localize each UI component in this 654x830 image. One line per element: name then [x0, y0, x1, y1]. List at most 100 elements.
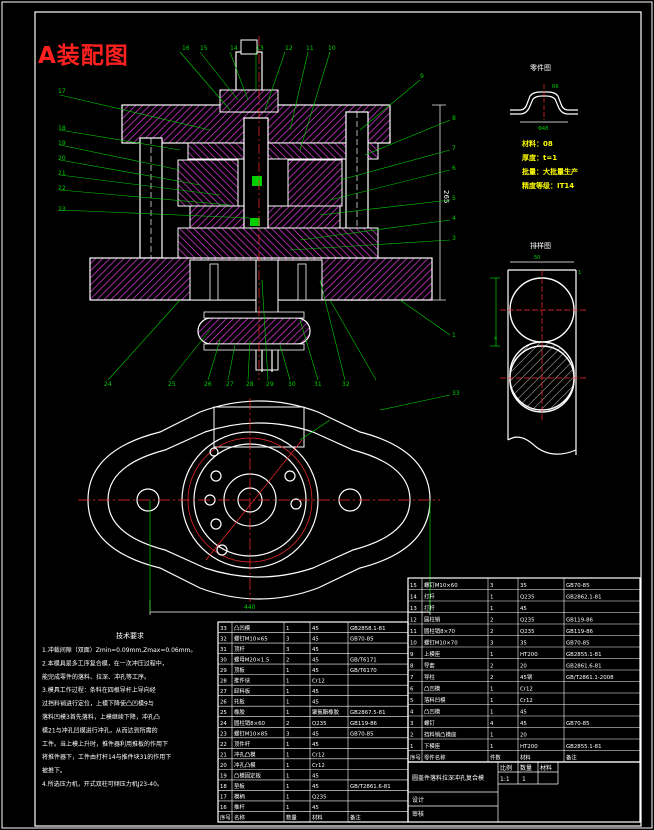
svg-text:30: 30	[288, 381, 296, 388]
bom-right-cell-name: 圆柱销8×70	[424, 627, 456, 635]
part-view-heading: 零件图	[530, 63, 551, 72]
bom-left-cell-mat: 45	[312, 784, 319, 790]
svg-text:7: 7	[452, 145, 456, 152]
bom-right-cell-qty: 2	[490, 675, 493, 681]
bom-left-cell-qty: 数量	[286, 814, 297, 822]
svg-text:4: 4	[452, 215, 456, 222]
bom-right-cell-name: 圆柱销	[424, 616, 441, 624]
bom-right-cell-name: 导套	[424, 662, 435, 670]
bom-right-cell-no: 序号	[410, 754, 421, 762]
bom-left-cell-mat: Q235	[312, 721, 327, 727]
bom-left-cell-name: 凸模固定板	[234, 771, 262, 779]
bom-right-cell-name: 挡料销凸模座	[424, 731, 457, 739]
tech-line: 落料凹模3首先落料，上模继续下降，冲孔凸	[42, 713, 160, 721]
bom-right-cell-qty: 2	[490, 618, 493, 624]
bom-right-cell-std: GB119-86	[566, 618, 594, 624]
bom-left-cell-name: 螺钉M10×85	[234, 729, 268, 737]
bom-left-cell-std: GB/T2861.6-81	[350, 784, 391, 790]
bom-left-cell-name: 橡胶	[234, 708, 245, 716]
bom-right-cell-qty: 4	[490, 721, 494, 727]
bom-right-cell-name: 下模座	[424, 742, 441, 750]
bom-left-cell-std: GB2858.1-81	[350, 626, 386, 632]
bom-right-cell-qty: 1	[490, 710, 493, 716]
svg-text:13: 13	[256, 45, 264, 52]
tech-line: 过挡料销进行定位，上模下降使凸凹模9与	[42, 700, 154, 708]
bom-right-cell-qty: 1	[490, 698, 493, 704]
bom-right-cell-no: 6	[410, 687, 414, 693]
bom-left-cell-mat: Q235	[312, 794, 327, 800]
tech-line: 模21与冲孔凹模进行冲孔，从而达到所需的	[42, 726, 158, 734]
bom-left-cell-no: 32	[220, 637, 227, 643]
bom-right-cell-mat: 20	[520, 664, 527, 670]
svg-text:28: 28	[246, 381, 254, 388]
bom-left-cell-name: 托板	[234, 698, 245, 706]
title-block: 圆盖件落料拉深冲孔复合模 比例 数量 材料 1:1 1 设计 审核	[407, 761, 641, 823]
bom-left-cell-mat: 45	[312, 805, 319, 811]
bom-right-cell-no: 2	[410, 733, 413, 739]
bom-right-cell-name: 上模座	[424, 650, 441, 658]
part-line-4: 精度等级：IT14	[522, 181, 574, 190]
svg-text:32: 32	[342, 381, 350, 388]
bom-right-cell-qty: 1	[490, 744, 493, 750]
bom-right-cell-no: 8	[410, 664, 414, 670]
bom-right-cell-std: GB2855.1-81	[566, 744, 602, 750]
bom-left-cell-no: 序号	[220, 814, 231, 822]
bom-left-cell-mat: 45	[312, 658, 319, 664]
bom-right-cell-mat: 45	[520, 721, 527, 727]
bom-right-cell-std: GB70-85	[566, 641, 590, 647]
bom-left-cell-no: 26	[220, 700, 227, 706]
bom-left-cell-mat: 45	[312, 647, 319, 653]
bom-left-cell-qty: 1	[286, 679, 289, 685]
svg-text:27: 27	[226, 381, 234, 388]
bom-right-cell-no: 7	[410, 675, 413, 681]
bom-left-cell-name: 冲孔凸模	[234, 750, 256, 758]
bom-left-cell-std: GB119-86	[350, 721, 378, 727]
bom-right-cell-no: 10	[410, 641, 417, 647]
bom-right-cell-name: 落料凹模	[424, 696, 446, 704]
bom-left-cell-qty: 3	[286, 731, 289, 737]
part-line-2: 厚度：t=1	[522, 153, 557, 162]
bom-right-cell-mat: Cr12	[520, 698, 533, 704]
svg-text:21: 21	[58, 170, 66, 177]
bom-right-cell-name: 导柱	[424, 673, 435, 681]
bom-left-cell-no: 28	[220, 679, 227, 685]
bom-left-cell-name: 顶件杆	[234, 740, 251, 748]
svg-text:26: 26	[204, 381, 212, 388]
bom-left-cell-std: GB70-85	[350, 637, 374, 643]
svg-text:31: 31	[314, 381, 322, 388]
svg-text:8: 8	[452, 115, 456, 122]
bom-left-cell-no: 30	[220, 658, 227, 664]
bom-right-cell-qty: 3	[490, 583, 493, 589]
bom-right-cell-name: 螺钉M10×70	[424, 639, 458, 647]
bom-left-cell-mat: Cr12	[312, 752, 325, 758]
tech-line: 2.本模具是多工序复合模，在一次冲压过程中，	[42, 659, 168, 667]
bom-left-cell-name: 卸料板	[234, 687, 251, 695]
bom-right-cell-mat: Q235	[520, 629, 535, 635]
bom-right-cell-name: 打杆	[424, 604, 435, 612]
bom-left-cell-mat: 45	[312, 742, 319, 748]
bom-right-cell-qty: 2	[490, 664, 493, 670]
bom-right-cell-std: 备注	[566, 754, 577, 762]
bom-left-cell-name: 顶板	[234, 666, 245, 674]
bom-right-cell-std: GB70-85	[566, 721, 590, 727]
bom-left-cell-name: 名称	[234, 814, 245, 822]
bom-left-cell-no: 17	[220, 794, 227, 800]
svg-text:9: 9	[420, 73, 424, 80]
bom-right-cell-mat: 20	[520, 733, 527, 739]
bom-left-cell-qty: 1	[286, 763, 289, 769]
main-section-view: 265	[58, 36, 460, 411]
svg-text:29: 29	[266, 381, 274, 388]
bom-right-cell-no: 9	[410, 652, 414, 658]
bom-left-cell-qty: 1	[286, 700, 289, 706]
title-block-col2: 数量	[520, 764, 532, 772]
layout-heading: 排样图	[530, 241, 551, 250]
tech-line: 被推下。	[42, 767, 66, 775]
bom-left-cell-no: 24	[220, 721, 227, 727]
bom-left-cell-mat: 45	[312, 731, 319, 737]
bom-right-cell-no: 1	[410, 744, 413, 750]
bom-right-cell-mat: Q235	[520, 618, 535, 624]
bom-left-cell-qty: 1	[286, 742, 289, 748]
svg-text:18: 18	[58, 125, 66, 132]
